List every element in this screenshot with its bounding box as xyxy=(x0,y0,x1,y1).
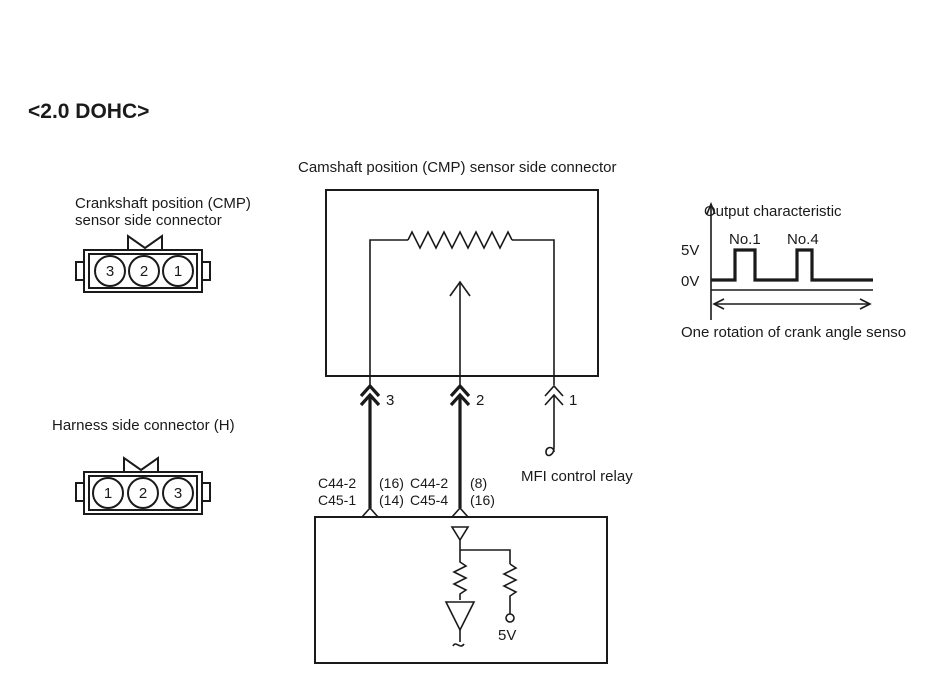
connector-inner xyxy=(88,475,198,511)
harness-connector-label: Harness side connector (H) xyxy=(52,417,235,434)
low-level-label: 0V xyxy=(681,273,699,290)
harness-connector: 1 2 3 xyxy=(75,456,211,515)
sensor-terminal-1 xyxy=(544,384,564,406)
output-char-title: Output characteristic xyxy=(704,203,842,220)
ecu-terminal xyxy=(361,506,379,518)
ecu-module: 5V xyxy=(314,506,608,664)
wire-label-pin: (16) xyxy=(379,475,404,491)
pin-label: 2 xyxy=(139,485,147,502)
pin-label: 1 xyxy=(174,263,182,280)
sensor-internal-wire xyxy=(512,239,555,385)
high-level-label: 5V xyxy=(681,242,699,259)
connector-key xyxy=(123,456,159,472)
wire-terminal-1 xyxy=(545,396,555,457)
wire-label-pin: (16) xyxy=(470,492,495,508)
crankshaft-connector: 3 2 1 xyxy=(75,234,211,293)
rotation-arrow-right xyxy=(859,298,872,310)
wire-label-connector: C45-1 xyxy=(318,492,356,508)
buffer-symbol xyxy=(450,526,470,542)
pin-label: 2 xyxy=(140,263,148,280)
resistor-zigzag xyxy=(452,556,468,600)
pin-circle xyxy=(128,255,160,287)
pin-label: 3 xyxy=(106,263,114,280)
connector-key xyxy=(127,234,163,250)
supply-terminal xyxy=(505,613,515,623)
crankshaft-connector-label-line1: Crankshaft position (CMP) xyxy=(75,195,251,212)
resistor-zigzag xyxy=(502,563,518,614)
terminal-number: 3 xyxy=(386,392,394,409)
wire-label-pin: (8) xyxy=(470,475,487,491)
sensor-box xyxy=(325,189,599,377)
mfi-relay-label: MFI control relay xyxy=(521,468,633,485)
crankshaft-connector-label-line2: sensor side connector xyxy=(75,212,222,229)
sensor-terminal-2 xyxy=(449,383,471,407)
pin-circle xyxy=(127,477,159,509)
ecu-box xyxy=(314,516,608,664)
output-waveform xyxy=(711,248,873,282)
connector-inner xyxy=(88,253,198,289)
camshaft-connector-label: Camshaft position (CMP) sensor side conn… xyxy=(298,159,616,176)
rotation-arrow-left xyxy=(712,298,725,310)
sensor-terminal-3 xyxy=(359,383,381,407)
ecu-internal-wire xyxy=(460,549,511,564)
camshaft-sensor xyxy=(325,189,599,385)
terminal-number: 2 xyxy=(476,392,484,409)
output-characteristic: Output characteristic 5V 0V No.1 No.4 On… xyxy=(681,201,906,341)
rotation-caption: One rotation of crank angle senso xyxy=(681,324,906,341)
y-axis-arrow xyxy=(706,201,716,215)
terminal-number: 1 xyxy=(569,392,577,409)
ecu-terminal xyxy=(451,506,469,518)
pin-circle xyxy=(162,255,194,287)
amplifier-symbol xyxy=(444,601,476,632)
wire-label-connector: C45-4 xyxy=(410,492,448,508)
ground-symbol xyxy=(452,643,465,647)
pin-circle xyxy=(162,477,194,509)
sensor-internal-wire xyxy=(369,239,408,385)
pin-circle xyxy=(94,255,126,287)
pin-circle xyxy=(92,477,124,509)
ecu-supply-label: 5V xyxy=(498,627,516,644)
pulse-label: No.1 xyxy=(729,231,761,248)
pin-label: 3 xyxy=(174,485,182,502)
resistor-zigzag xyxy=(407,230,513,250)
pin-label: 1 xyxy=(104,485,112,502)
wiper-arrow xyxy=(449,280,471,297)
pulse-label: No.4 xyxy=(787,231,819,248)
wire-label-connector: C44-2 xyxy=(318,475,356,491)
wire-label-pin: (14) xyxy=(379,492,404,508)
wire-label-connector: C44-2 xyxy=(410,475,448,491)
page-title: <2.0 DOHC> xyxy=(28,100,149,123)
